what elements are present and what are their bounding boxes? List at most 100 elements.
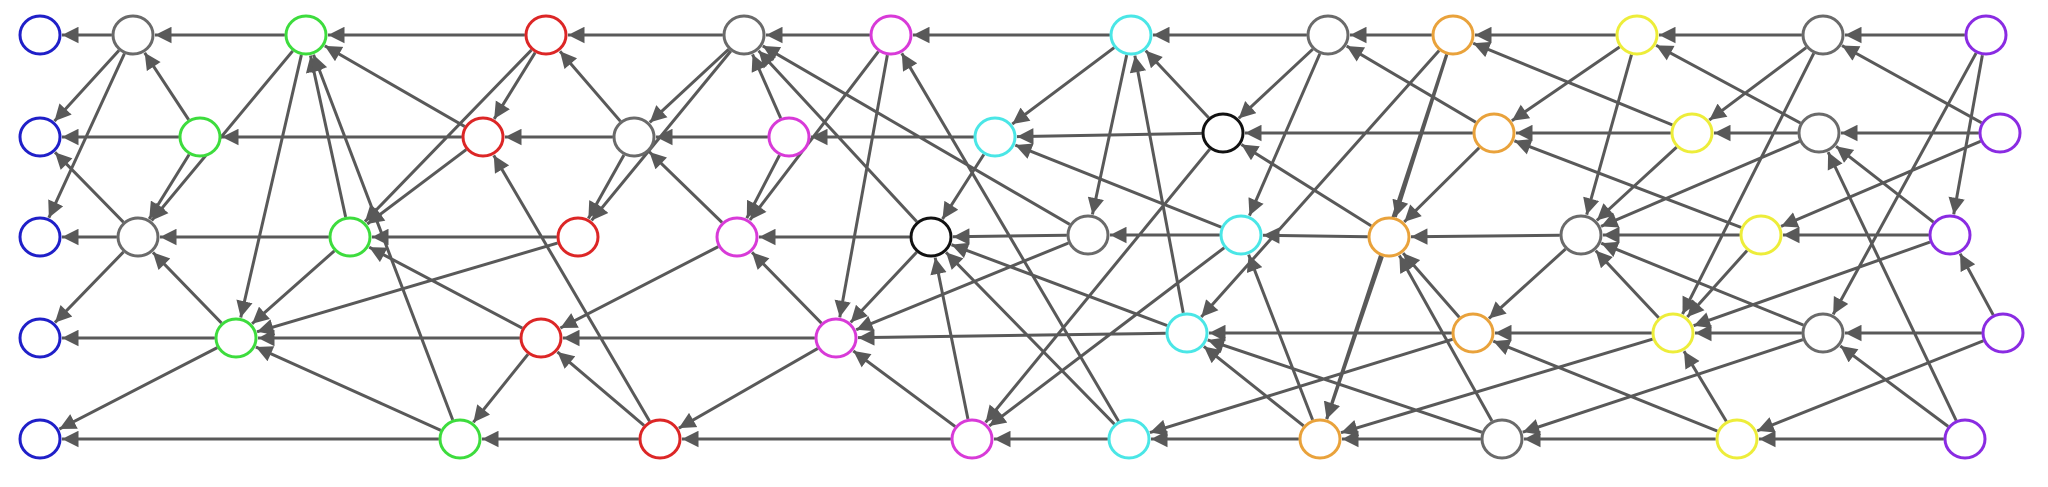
edge-l-to-X — [1262, 227, 1368, 244]
edge-W-to-V — [952, 228, 1067, 245]
edge-C-to-H — [363, 49, 533, 223]
edge-p-to-b — [1149, 337, 1453, 436]
node-orange-l — [1367, 216, 1411, 258]
node-purple-o — [1928, 214, 1972, 256]
node-green-B — [284, 14, 328, 56]
edge-d-to-Z — [1200, 49, 1441, 319]
node-blue-b0 — [18, 14, 62, 56]
edge-H-to-J — [251, 249, 336, 325]
edge-i-to-m — [1595, 146, 1678, 222]
edge-k-to-f — [1841, 44, 1983, 125]
edge-Y-to-U — [750, 251, 823, 325]
node-red-E — [461, 116, 505, 158]
node-black-T — [1201, 112, 1245, 154]
edge-P-to-W — [1087, 54, 1129, 215]
node-cyan-b — [1107, 418, 1151, 460]
edge-e-to-m — [1583, 54, 1633, 216]
node-orange-h — [1472, 112, 1516, 154]
node-purple-g — [1964, 14, 2008, 56]
node-red-I — [556, 216, 600, 258]
node-red-C — [524, 14, 568, 56]
edge-j-to-e — [1655, 43, 1801, 125]
edge-u-to-q — [1682, 350, 1728, 423]
node-cyan-P — [1109, 14, 1153, 56]
node-gray-W — [1066, 214, 1110, 256]
edge-Z-to-P — [1129, 55, 1185, 314]
edge-O-to-Y — [834, 54, 889, 318]
edge-v-to-r — [1839, 344, 1949, 428]
edge-J-to-G — [151, 251, 223, 324]
edge-j-to-m — [1600, 140, 1800, 228]
edge-E-to-B — [324, 44, 466, 128]
edge-Z-to-V — [950, 242, 1168, 327]
edge-q-to-c — [1340, 337, 1653, 436]
edge-c-to-X — [1246, 254, 1314, 421]
edge-P-to-S — [1011, 46, 1116, 126]
edge-T-to-a — [984, 148, 1211, 424]
node-green-D — [178, 116, 222, 158]
node-orange-d — [1431, 14, 1475, 56]
edge-L-to-J — [255, 345, 442, 432]
node-green-H — [328, 216, 372, 258]
node-cyan-X — [1219, 214, 1263, 256]
edge-q-to-m — [1594, 249, 1660, 319]
edge-M-to-E — [492, 154, 651, 422]
node-green-L — [438, 418, 482, 460]
edge-K-to-L — [472, 353, 530, 424]
node-purple-s — [1981, 312, 2025, 354]
edge-s-to-o — [1958, 252, 1995, 316]
node-gray-Q — [1306, 14, 1350, 56]
edge-r-to-t — [1522, 338, 1804, 435]
edge-F-to-C — [558, 50, 622, 123]
node-layer — [18, 14, 2025, 460]
edge-Z-to-Y — [857, 329, 1166, 346]
node-gray-m — [1559, 214, 1603, 256]
node-red-M — [638, 418, 682, 460]
node-magenta-R — [767, 116, 811, 158]
edge-K-to-H — [368, 245, 523, 330]
edge-o-to-q — [1693, 240, 1931, 328]
edge-h-to-Q — [1345, 44, 1477, 124]
node-magenta-O — [869, 14, 913, 56]
edge-E-to-H — [366, 148, 468, 226]
node-blue-b4 — [18, 418, 62, 460]
node-yellow-e — [1615, 14, 1659, 56]
edge-k-to-n — [1780, 139, 1981, 228]
edge-s-to-u — [1756, 339, 1984, 433]
node-gray-A — [111, 14, 155, 56]
edge-i-to-d — [1472, 41, 1673, 127]
edge-Q-to-X — [1248, 53, 1322, 217]
edge-D-to-A — [143, 51, 190, 121]
node-blue-b2 — [18, 216, 62, 258]
node-yellow-q — [1651, 312, 1695, 354]
edge-C-to-E — [492, 51, 537, 120]
edge-g-to-r — [1831, 52, 1978, 316]
node-gray-f — [1801, 14, 1845, 56]
node-red-K — [519, 317, 563, 359]
node-yellow-n — [1739, 214, 1783, 256]
node-yellow-i — [1670, 112, 1714, 154]
node-purple-k — [1978, 112, 2022, 154]
edge-f-to-q — [1681, 52, 1816, 315]
edge-T-to-P — [1144, 49, 1210, 119]
edge-A-to-b1 — [53, 49, 121, 123]
node-blue-b1 — [18, 116, 62, 158]
edge-I-to-J — [256, 241, 558, 336]
edge-B-to-G — [150, 50, 294, 222]
edge-M-to-K — [556, 350, 645, 427]
node-cyan-S — [973, 116, 1017, 158]
node-gray-j — [1797, 112, 1841, 154]
node-yellow-u — [1715, 418, 1759, 460]
edge-U-to-F — [648, 150, 723, 224]
edge-r-to-m — [1600, 241, 1804, 327]
edge-V-to-Y — [849, 251, 918, 324]
edge-p-to-l — [1401, 252, 1461, 319]
edge-n-to-h — [1513, 138, 1742, 229]
edge-o-to-j — [1835, 145, 1935, 224]
edge-W-to-N — [762, 44, 1071, 226]
edge-J-to-b4 — [58, 346, 218, 431]
node-orange-p — [1451, 312, 1495, 354]
edge-Y-to-M — [678, 347, 819, 430]
edge-W-to-Y — [855, 241, 1069, 332]
node-gray-G — [116, 216, 160, 258]
